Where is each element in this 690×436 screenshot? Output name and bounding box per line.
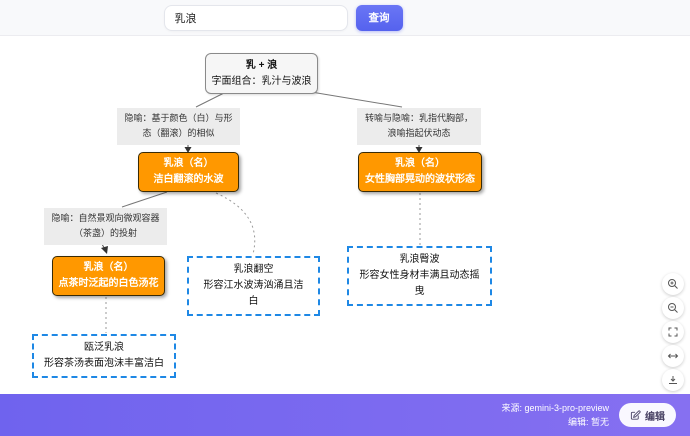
example-node-desc: 形容江水波涛汹涌且洁白 — [203, 280, 304, 307]
fullscreen-icon — [668, 327, 678, 337]
edit-button[interactable]: 编辑 — [619, 403, 676, 427]
example-node-teacup[interactable]: 瓯泛乳浪 形容茶汤表面泡沫丰富洁白 — [32, 334, 176, 378]
diagram-canvas[interactable]: 乳 + 浪 字面组合：乳汁与波浪 隐喻：基于颜色（白）与形态（翻滚）的相似 转喻… — [0, 36, 690, 394]
zoom-out-button[interactable] — [662, 297, 684, 319]
canvas-toolbar — [662, 273, 684, 391]
sense-node-desc: 点茶时泛起的白色汤花 — [58, 278, 159, 289]
example-node-figure[interactable]: 乳浪臀波 形容女性身材丰满且动态摇曳 — [347, 246, 492, 306]
edit-pencil-icon — [630, 409, 641, 420]
zoom-out-icon — [668, 303, 678, 313]
example-node-desc: 形容茶汤表面泡沫丰富洁白 — [44, 358, 164, 369]
example-node-title: 乳浪臀波 — [399, 254, 440, 265]
sense-node-tea-foam[interactable]: 乳浪（名） 点茶时泛起的白色汤花 — [52, 256, 165, 296]
sense-node-title: 乳浪（名） — [395, 158, 445, 169]
sense-node-desc: 洁白翻滚的水波 — [153, 174, 224, 185]
edit-button-label: 编辑 — [645, 411, 665, 423]
source-label: 来源: gemini-3-pro-preview — [501, 402, 609, 413]
search-input[interactable] — [163, 4, 348, 31]
sense-node-body-wave[interactable]: 乳浪（名） 女性胸部晃动的波状形态 — [358, 152, 482, 192]
editor-label: 编辑: 暂无 — [567, 417, 609, 427]
top-search-bar: 查询 — [0, 0, 690, 36]
sense-node-title: 乳浪（名） — [83, 262, 134, 273]
zoom-in-button[interactable] — [662, 273, 684, 295]
fit-width-icon — [667, 353, 679, 359]
sense-node-title: 乳浪（名） — [163, 158, 214, 169]
query-button[interactable]: 查询 — [355, 4, 403, 31]
zoom-in-icon — [668, 279, 678, 289]
example-node-title: 乳浪翻空 — [233, 264, 274, 275]
edge-label-metonymy-body: 转喻与隐喻：乳指代胸部，浪喻指起伏动态 — [357, 108, 481, 145]
sense-node-desc: 女性胸部晃动的波状形态 — [365, 174, 475, 185]
download-button[interactable] — [662, 369, 684, 391]
footer-bar: 来源: gemini-3-pro-preview 编辑: 暂无 编辑 — [0, 394, 690, 436]
edge-label-metaphor-tea: 隐喻：自然景观向微观容器（茶盏）的投射 — [44, 208, 167, 245]
root-node-subtitle: 字面组合：乳汁与波浪 — [211, 75, 312, 87]
example-node-desc: 形容女性身材丰满且动态摇曳 — [359, 270, 480, 297]
edge-label-metaphor-color: 隐喻：基于颜色（白）与形态（翻滚）的相似 — [117, 108, 240, 145]
root-node[interactable]: 乳 + 浪 字面组合：乳汁与波浪 — [205, 53, 318, 94]
download-icon — [669, 376, 677, 384]
fullscreen-button[interactable] — [662, 321, 684, 343]
example-node-river[interactable]: 乳浪翻空 形容江水波涛汹涌且洁白 — [187, 256, 320, 316]
sense-node-water-wave[interactable]: 乳浪（名） 洁白翻滚的水波 — [138, 152, 239, 192]
example-node-title: 瓯泛乳浪 — [84, 342, 124, 353]
footer-meta: 来源: gemini-3-pro-preview 编辑: 暂无 — [501, 401, 609, 430]
search-group: 查询 — [163, 4, 403, 31]
root-node-title: 乳 + 浪 — [245, 60, 278, 71]
fit-width-button[interactable] — [662, 345, 684, 367]
